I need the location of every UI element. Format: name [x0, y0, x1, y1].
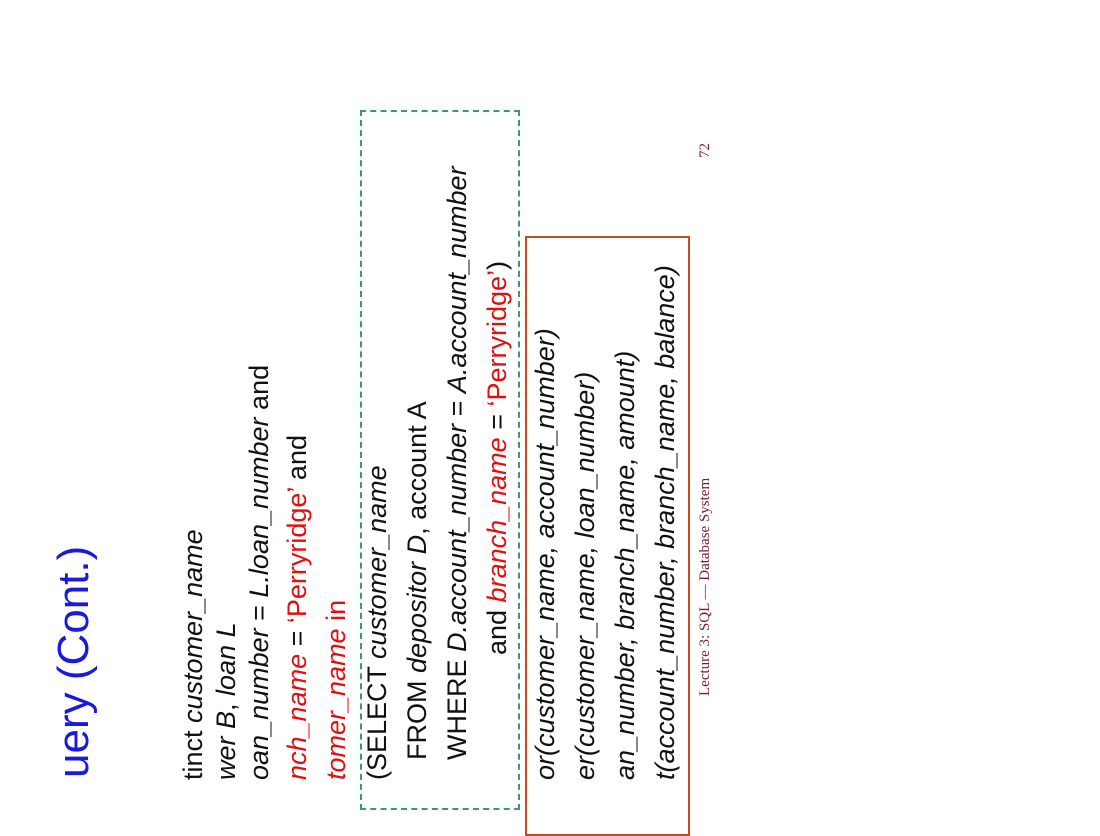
subquery-and: and branch_name = ‘Perryridge’) [482, 260, 512, 655]
query-line-in: tomer_name in [321, 599, 351, 780]
query-line-from: wer B, loan L [211, 622, 241, 780]
schema-loan: an_number, branch_name, amount) [610, 350, 640, 780]
slide-footer: Lecture 3: SQL — Database System [697, 477, 713, 696]
query-line-select: tinct customer_name [178, 529, 208, 780]
subquery-where: WHERE D.account_number = A.account_numbe… [442, 166, 472, 760]
query-line-join-cond: oan_number = L.loan_number and [244, 364, 274, 780]
schema-borrower: er(customer_name, loan_number) [570, 371, 600, 780]
page-number: 72 [697, 143, 713, 158]
schema-depositor: or(customer_name, account_number) [530, 328, 560, 780]
subquery-from: FROM depositor D, account A [402, 401, 432, 760]
slide-title: uery (Cont.) [49, 545, 98, 778]
query-line-branch-cond: nch_name = ‘Perryridge’ and [282, 435, 312, 780]
subquery-select: (SELECT customer_name [362, 465, 392, 780]
schema-account: t(account_number, branch_name, balance) [650, 265, 680, 780]
